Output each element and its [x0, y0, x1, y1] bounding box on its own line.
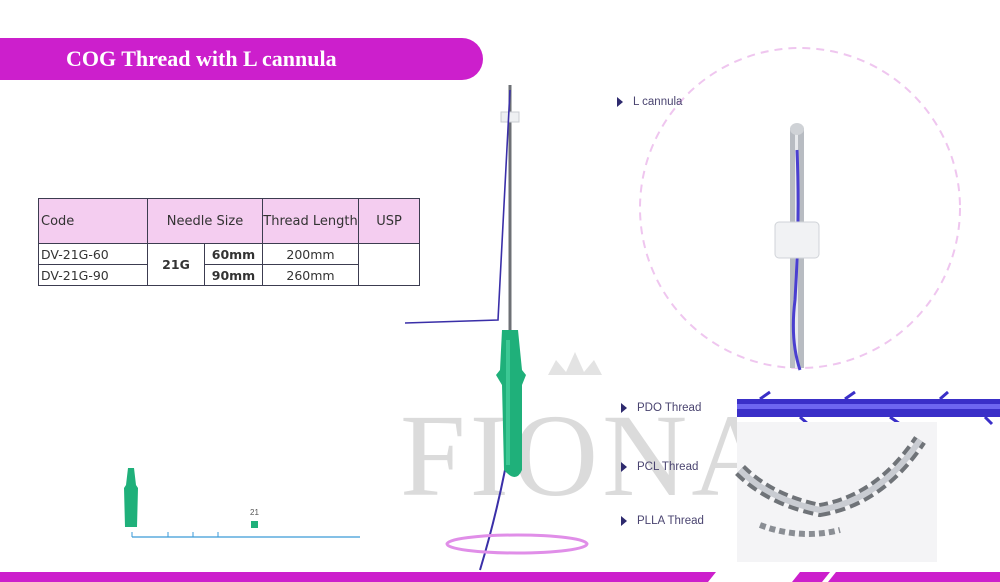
table-header-row: Code Needle Size Thread Length USP: [38, 198, 420, 244]
header-code: Code: [38, 198, 148, 244]
label-l-cannula: L cannula: [617, 96, 682, 108]
thread-sample-pcl-plla: [735, 422, 937, 562]
label-pdo-thread: PDO Thread: [621, 402, 701, 414]
triangle-bullet-icon: [621, 403, 627, 413]
thread-sample-pdo: [737, 390, 1000, 426]
triangle-bullet-icon: [621, 516, 627, 526]
cell-code: DV-21G-60: [38, 243, 148, 265]
header-needle-size: Needle Size: [147, 198, 263, 244]
title-banner: COG Thread with L cannula: [0, 38, 483, 80]
triangle-bullet-icon: [621, 462, 627, 472]
zoomed-cannula: [774, 123, 820, 371]
watermark-logo: FIONA: [400, 352, 781, 521]
page-title: COG Thread with L cannula: [66, 46, 337, 71]
table-row: DV-21G-90 90mm 260mm: [38, 264, 420, 286]
cell-gauge: 21G: [147, 243, 205, 286]
spec-table: Code Needle Size Thread Length USP DV-21…: [38, 198, 420, 286]
label-pcl-thread: PCL Thread: [621, 461, 698, 473]
cannula-needle: [404, 85, 526, 571]
label-plla-thread: PLLA Thread: [621, 515, 704, 527]
cell-code: DV-21G-90: [38, 264, 148, 286]
cell-usp: [358, 243, 420, 286]
cell-thread-length: 200mm: [262, 243, 359, 265]
triangle-bullet-icon: [617, 97, 623, 107]
header-usp: USP: [358, 198, 420, 244]
footer-bar: [0, 572, 706, 582]
table-row: DV-21G-60 21G 60mm 200mm: [38, 243, 420, 286]
cell-thread-length: 260mm: [262, 264, 359, 286]
zoom-circle: [639, 47, 961, 369]
cell-length: 90mm: [204, 264, 263, 286]
base-ring: [445, 533, 589, 555]
crown-icon: [548, 352, 602, 375]
watermark-text: FIONA: [400, 390, 781, 521]
header-thread-length: Thread Length: [262, 198, 359, 244]
scale-label: 21: [250, 508, 259, 517]
size-marker: [251, 521, 258, 528]
scale-ruler: [124, 468, 360, 538]
